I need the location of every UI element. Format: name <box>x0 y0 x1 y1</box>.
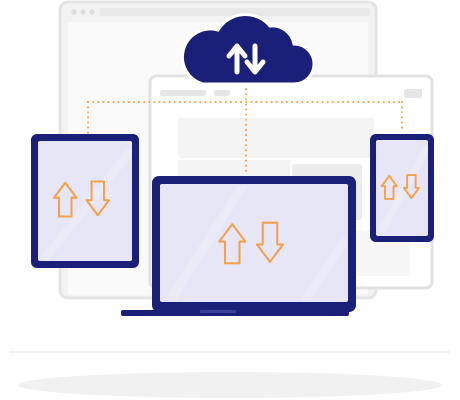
window-dot-icon <box>71 9 77 15</box>
connector-lines <box>87 83 403 175</box>
laptop-device <box>121 176 356 316</box>
sync-arrows-icon <box>226 43 266 75</box>
window-dot-icon <box>89 9 95 15</box>
sync-arrows-icon <box>53 180 110 218</box>
sync-arrows-icon <box>380 174 420 200</box>
phone-device <box>370 134 434 242</box>
laptop-screen <box>160 184 348 302</box>
tablet-screen <box>38 141 132 261</box>
address-bar <box>100 8 370 16</box>
content-panel <box>178 118 374 158</box>
laptop-notch <box>200 310 236 313</box>
floor-shadow <box>18 372 442 398</box>
cloud-icon <box>181 12 316 86</box>
sync-arrows-icon <box>218 221 285 265</box>
phone-screen <box>376 140 428 236</box>
tablet-device <box>31 134 139 268</box>
window-dot-icon <box>80 9 86 15</box>
